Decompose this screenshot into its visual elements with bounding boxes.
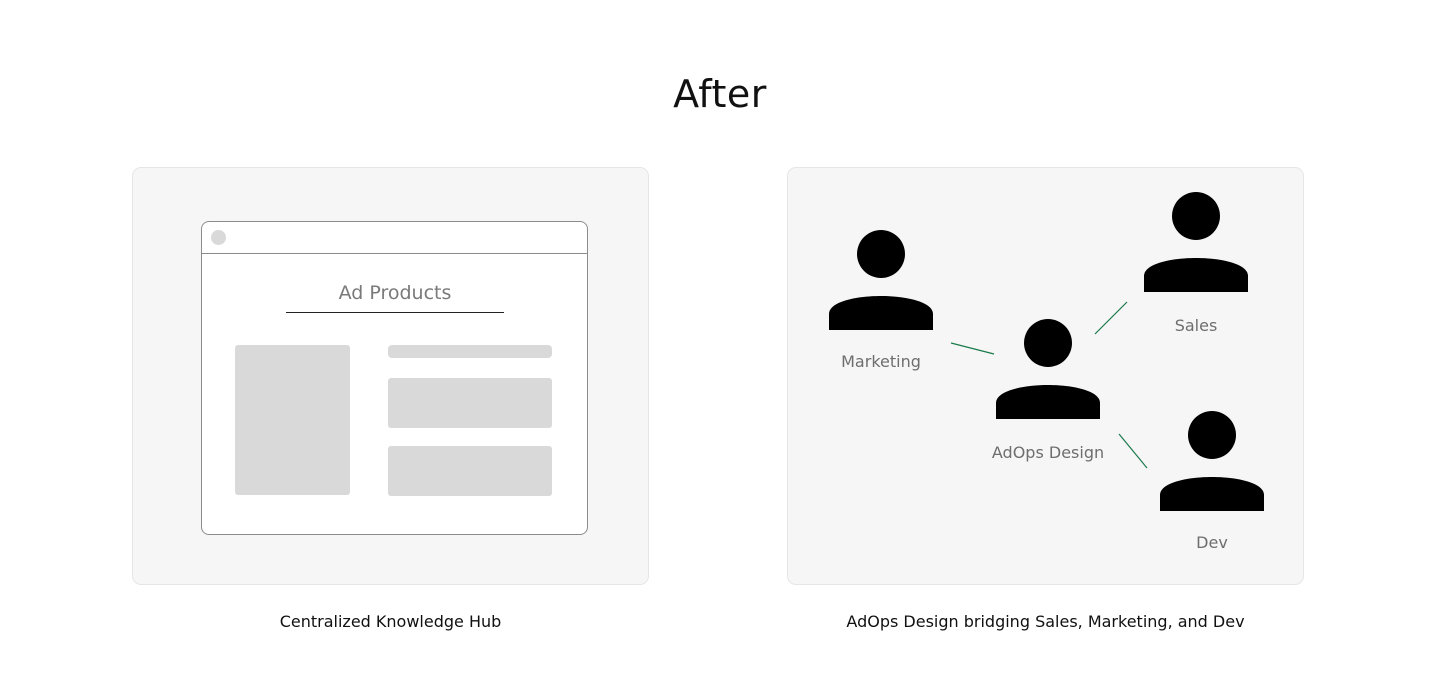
browser-window-mockup: Ad Products xyxy=(201,221,588,535)
connector-lines xyxy=(950,301,1148,469)
person-sales: Sales xyxy=(1144,192,1248,335)
person-icon xyxy=(829,230,933,330)
page-title: After xyxy=(673,72,767,116)
connector-adops-dev xyxy=(1118,433,1148,469)
person-label-marketing: Marketing xyxy=(841,352,921,371)
person-icon xyxy=(996,319,1100,419)
browser-heading: Ad Products xyxy=(286,282,504,313)
person-dev: Dev xyxy=(1160,411,1264,552)
team-bridge-card: Marketing Sales AdOps Design Dev xyxy=(787,167,1304,585)
knowledge-hub-caption: Centralized Knowledge Hub xyxy=(279,612,502,631)
placeholder-content-block xyxy=(388,378,552,428)
knowledge-hub-card: Ad Products xyxy=(132,167,649,585)
placeholder-image-block xyxy=(235,345,350,495)
window-dot-icon xyxy=(211,230,226,245)
placeholder-text-line xyxy=(388,345,552,358)
person-label-sales: Sales xyxy=(1174,316,1218,335)
person-label-adops: AdOps Design xyxy=(991,443,1105,462)
browser-title-bar xyxy=(202,222,587,254)
person-icon xyxy=(1144,192,1248,292)
connector-adops-sales xyxy=(1094,301,1128,335)
placeholder-content-block xyxy=(388,446,552,496)
connector-marketing-adops xyxy=(950,342,995,355)
person-marketing: Marketing xyxy=(829,230,933,371)
team-bridge-caption: AdOps Design bridging Sales, Marketing, … xyxy=(846,612,1245,631)
person-label-dev: Dev xyxy=(1196,533,1228,552)
person-adops-design: AdOps Design xyxy=(992,319,1104,462)
person-icon xyxy=(1160,411,1264,511)
